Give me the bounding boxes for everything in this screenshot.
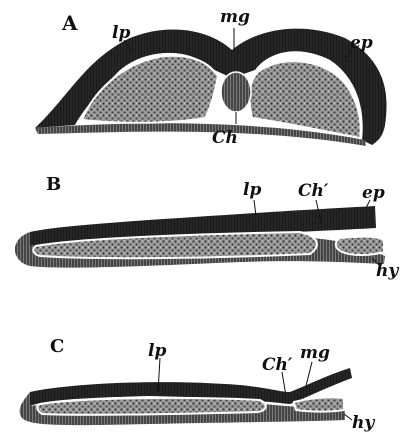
panel-b: B lp Ch′ ep hy xyxy=(15,174,399,281)
panel-a-letter: A xyxy=(61,11,78,35)
panel-b-label-ch: Ch′ xyxy=(298,181,329,201)
panel-c-mg-leader xyxy=(306,362,312,386)
panel-b-label-hy: hy xyxy=(376,261,399,281)
panel-b-letter: B xyxy=(46,174,61,195)
panel-c: C lp Ch′ mg hy xyxy=(20,336,376,433)
panel-c-label-mg: mg xyxy=(300,343,330,363)
panel-a-label-mg: mg xyxy=(220,7,250,27)
panel-c-hy-leader xyxy=(344,414,352,420)
panel-c-letter: C xyxy=(50,336,64,357)
panel-a-right-mesoblast xyxy=(250,61,361,138)
panel-c-mesoblast xyxy=(37,398,266,415)
panel-b-label-lp: lp xyxy=(243,180,261,200)
panel-a-notochord xyxy=(221,72,251,112)
panel-c-label-lp: lp xyxy=(148,341,166,361)
panel-a: A lp mg ep Ch xyxy=(35,7,387,148)
panel-b-label-ep: ep xyxy=(362,183,385,203)
panel-c-label-hy: hy xyxy=(352,413,375,433)
panel-c-right-mesoblast xyxy=(294,397,344,411)
panel-c-label-ch: Ch′ xyxy=(262,355,293,375)
panel-a-label-lp: lp xyxy=(112,23,130,43)
panel-a-label-ch: Ch xyxy=(212,128,238,148)
panel-b-right-mesoblast xyxy=(336,237,384,255)
panel-a-label-ep: ep xyxy=(350,33,373,53)
